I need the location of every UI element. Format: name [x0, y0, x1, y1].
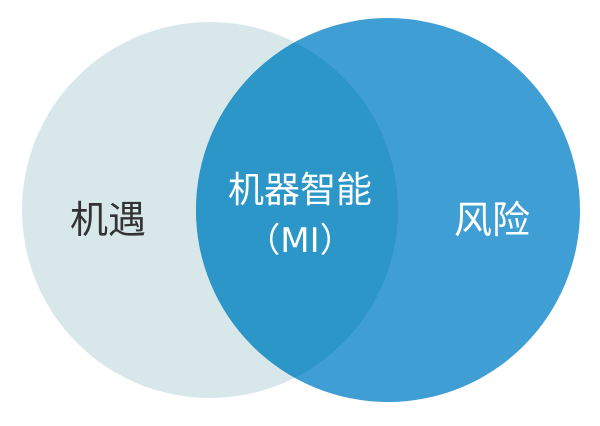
left-circle-label: 机遇 [70, 198, 146, 242]
right-circle-label: 风险 [454, 198, 530, 242]
intersection-label-line1: 机器智能 [228, 170, 372, 211]
intersection-label-line2: （MI） [246, 221, 353, 261]
intersection-region [196, 22, 398, 398]
